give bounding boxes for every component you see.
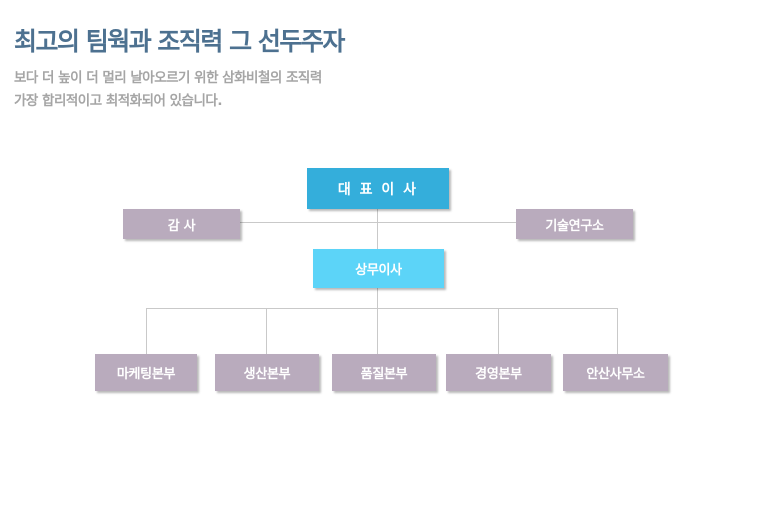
ceo-box: 대 표 이 사 xyxy=(307,168,449,209)
connector-dept-1 xyxy=(146,308,147,354)
connector-staff-horizontal xyxy=(240,222,516,223)
auditor-box: 감 사 xyxy=(123,209,240,239)
managing-director-box: 상무이사 xyxy=(313,249,444,288)
connector-managing-trunk xyxy=(377,288,378,309)
connector-dept-3 xyxy=(377,308,378,354)
subtitle-line-1: 보다 더 높이 더 멀리 날아오르기 위한 삼화비철의 조직력 xyxy=(14,70,322,86)
connector-departments-horizontal xyxy=(146,308,618,309)
connector-dept-2 xyxy=(266,308,267,354)
department-marketing-box: 마케팅본부 xyxy=(95,354,197,391)
department-management-box: 경영본부 xyxy=(446,354,551,391)
department-production-box: 생산본부 xyxy=(215,354,319,391)
department-ansan-office-box: 안산사무소 xyxy=(563,354,668,391)
connector-dept-5 xyxy=(617,308,618,354)
page-title: 최고의 팀웍과 조직력 그 선두주자 xyxy=(14,27,345,56)
connector-dept-4 xyxy=(498,308,499,354)
research-lab-box: 기술연구소 xyxy=(516,209,633,239)
page-subtitle: 보다 더 높이 더 멀리 날아오르기 위한 삼화비철의 조직력 가장 합리적이고… xyxy=(14,67,322,113)
connector-ceo-trunk xyxy=(377,209,378,249)
subtitle-line-2: 가장 합리적이고 최적화되어 있습니다. xyxy=(14,93,222,109)
department-quality-box: 품질본부 xyxy=(332,354,436,391)
